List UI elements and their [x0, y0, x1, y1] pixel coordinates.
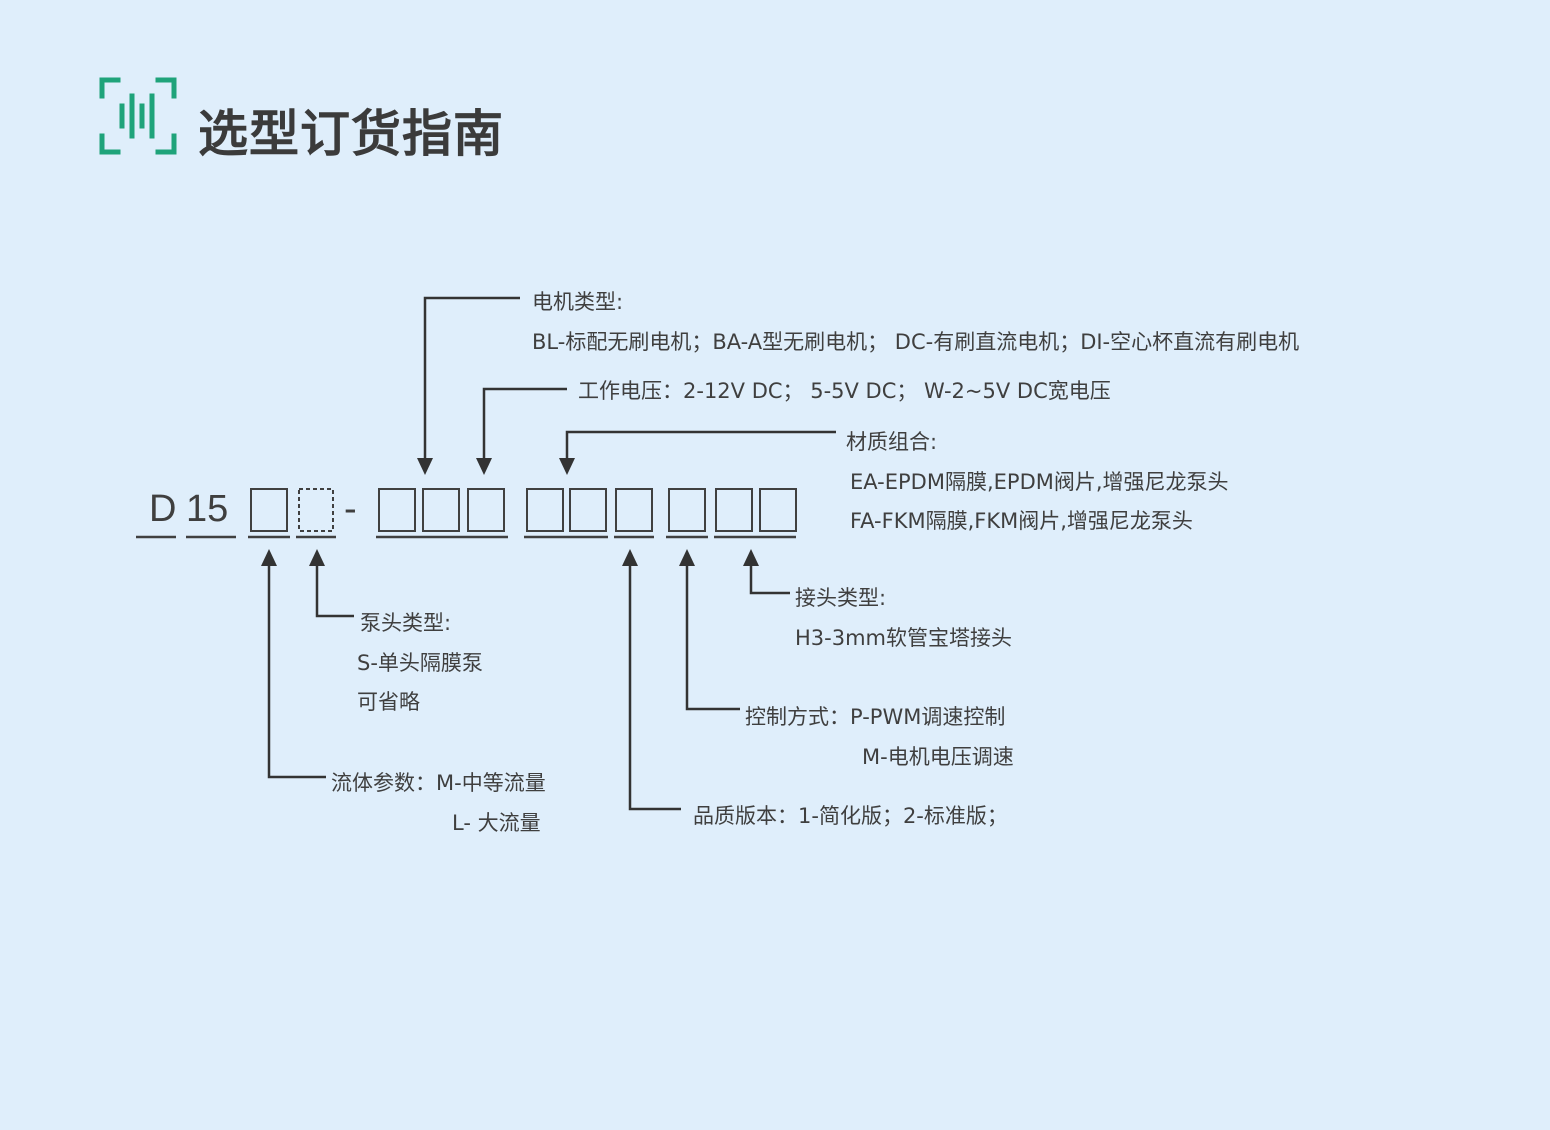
code-slot	[668, 488, 706, 532]
arrow-up	[261, 549, 277, 566]
leader-connector	[749, 560, 790, 595]
leader-flow	[267, 560, 326, 779]
leader-motor-type	[423, 296, 520, 462]
pump-head-note: 可省略	[357, 690, 420, 714]
code-slot	[526, 488, 564, 532]
arrow-up	[679, 549, 695, 566]
code-slot	[615, 488, 653, 532]
motor-type-options: BL-标配无刷电机；BA-A型无刷电机； DC-有刷直流电机；DI-空心杯直流有…	[532, 330, 1300, 354]
code-slot	[715, 488, 753, 532]
leader-control	[685, 560, 740, 711]
code-slot	[378, 488, 416, 532]
code-prefix: D	[149, 488, 177, 530]
code-slot	[250, 488, 288, 532]
arrow-up	[743, 549, 759, 566]
connector-title: 接头类型:	[795, 586, 887, 610]
page-title: 选型订货指南	[198, 105, 504, 163]
leader-pump-head	[315, 560, 354, 618]
arrow-down	[559, 458, 575, 475]
control-line-2: M-电机电压调速	[862, 745, 1014, 769]
connector-option: H3-3mm软管宝塔接头	[795, 626, 1013, 650]
leader-voltage	[482, 387, 567, 462]
leader-quality	[628, 560, 681, 811]
quality-text: 品质版本：1-简化版；2-标准版；	[693, 804, 1008, 828]
control-line-1: 控制方式：P-PWM调速控制	[745, 705, 1006, 729]
code-slot-optional	[298, 488, 334, 532]
pump-head-option: S-单头隔膜泵	[357, 651, 483, 675]
arrow-up	[309, 549, 325, 566]
arrow-down	[417, 458, 433, 475]
code-slot	[467, 488, 505, 532]
flow-line-1: 流体参数：M-中等流量	[331, 771, 546, 795]
code-separator: -	[344, 488, 357, 530]
material-option-2: FA-FKM隔膜,FKM阀片,增强尼龙泵头	[850, 509, 1193, 533]
code-slot	[422, 488, 460, 532]
voltage-text: 工作电压：2-12V DC； 5-5V DC； W-2~5V DC宽电压	[578, 379, 1111, 403]
leader-material	[565, 430, 836, 462]
code-slot	[569, 488, 607, 532]
material-title: 材质组合:	[846, 430, 938, 454]
pump-head-title: 泵头类型:	[360, 611, 452, 635]
scan-barcode-icon	[99, 77, 177, 155]
arrow-down	[476, 458, 492, 475]
motor-type-title: 电机类型:	[532, 290, 624, 314]
code-series: 15	[186, 488, 229, 530]
code-slot	[759, 488, 797, 532]
material-option-1: EA-EPDM隔膜,EPDM阀片,增强尼龙泵头	[850, 470, 1229, 494]
flow-line-2: L- 大流量	[452, 811, 541, 835]
arrow-up	[622, 549, 638, 566]
